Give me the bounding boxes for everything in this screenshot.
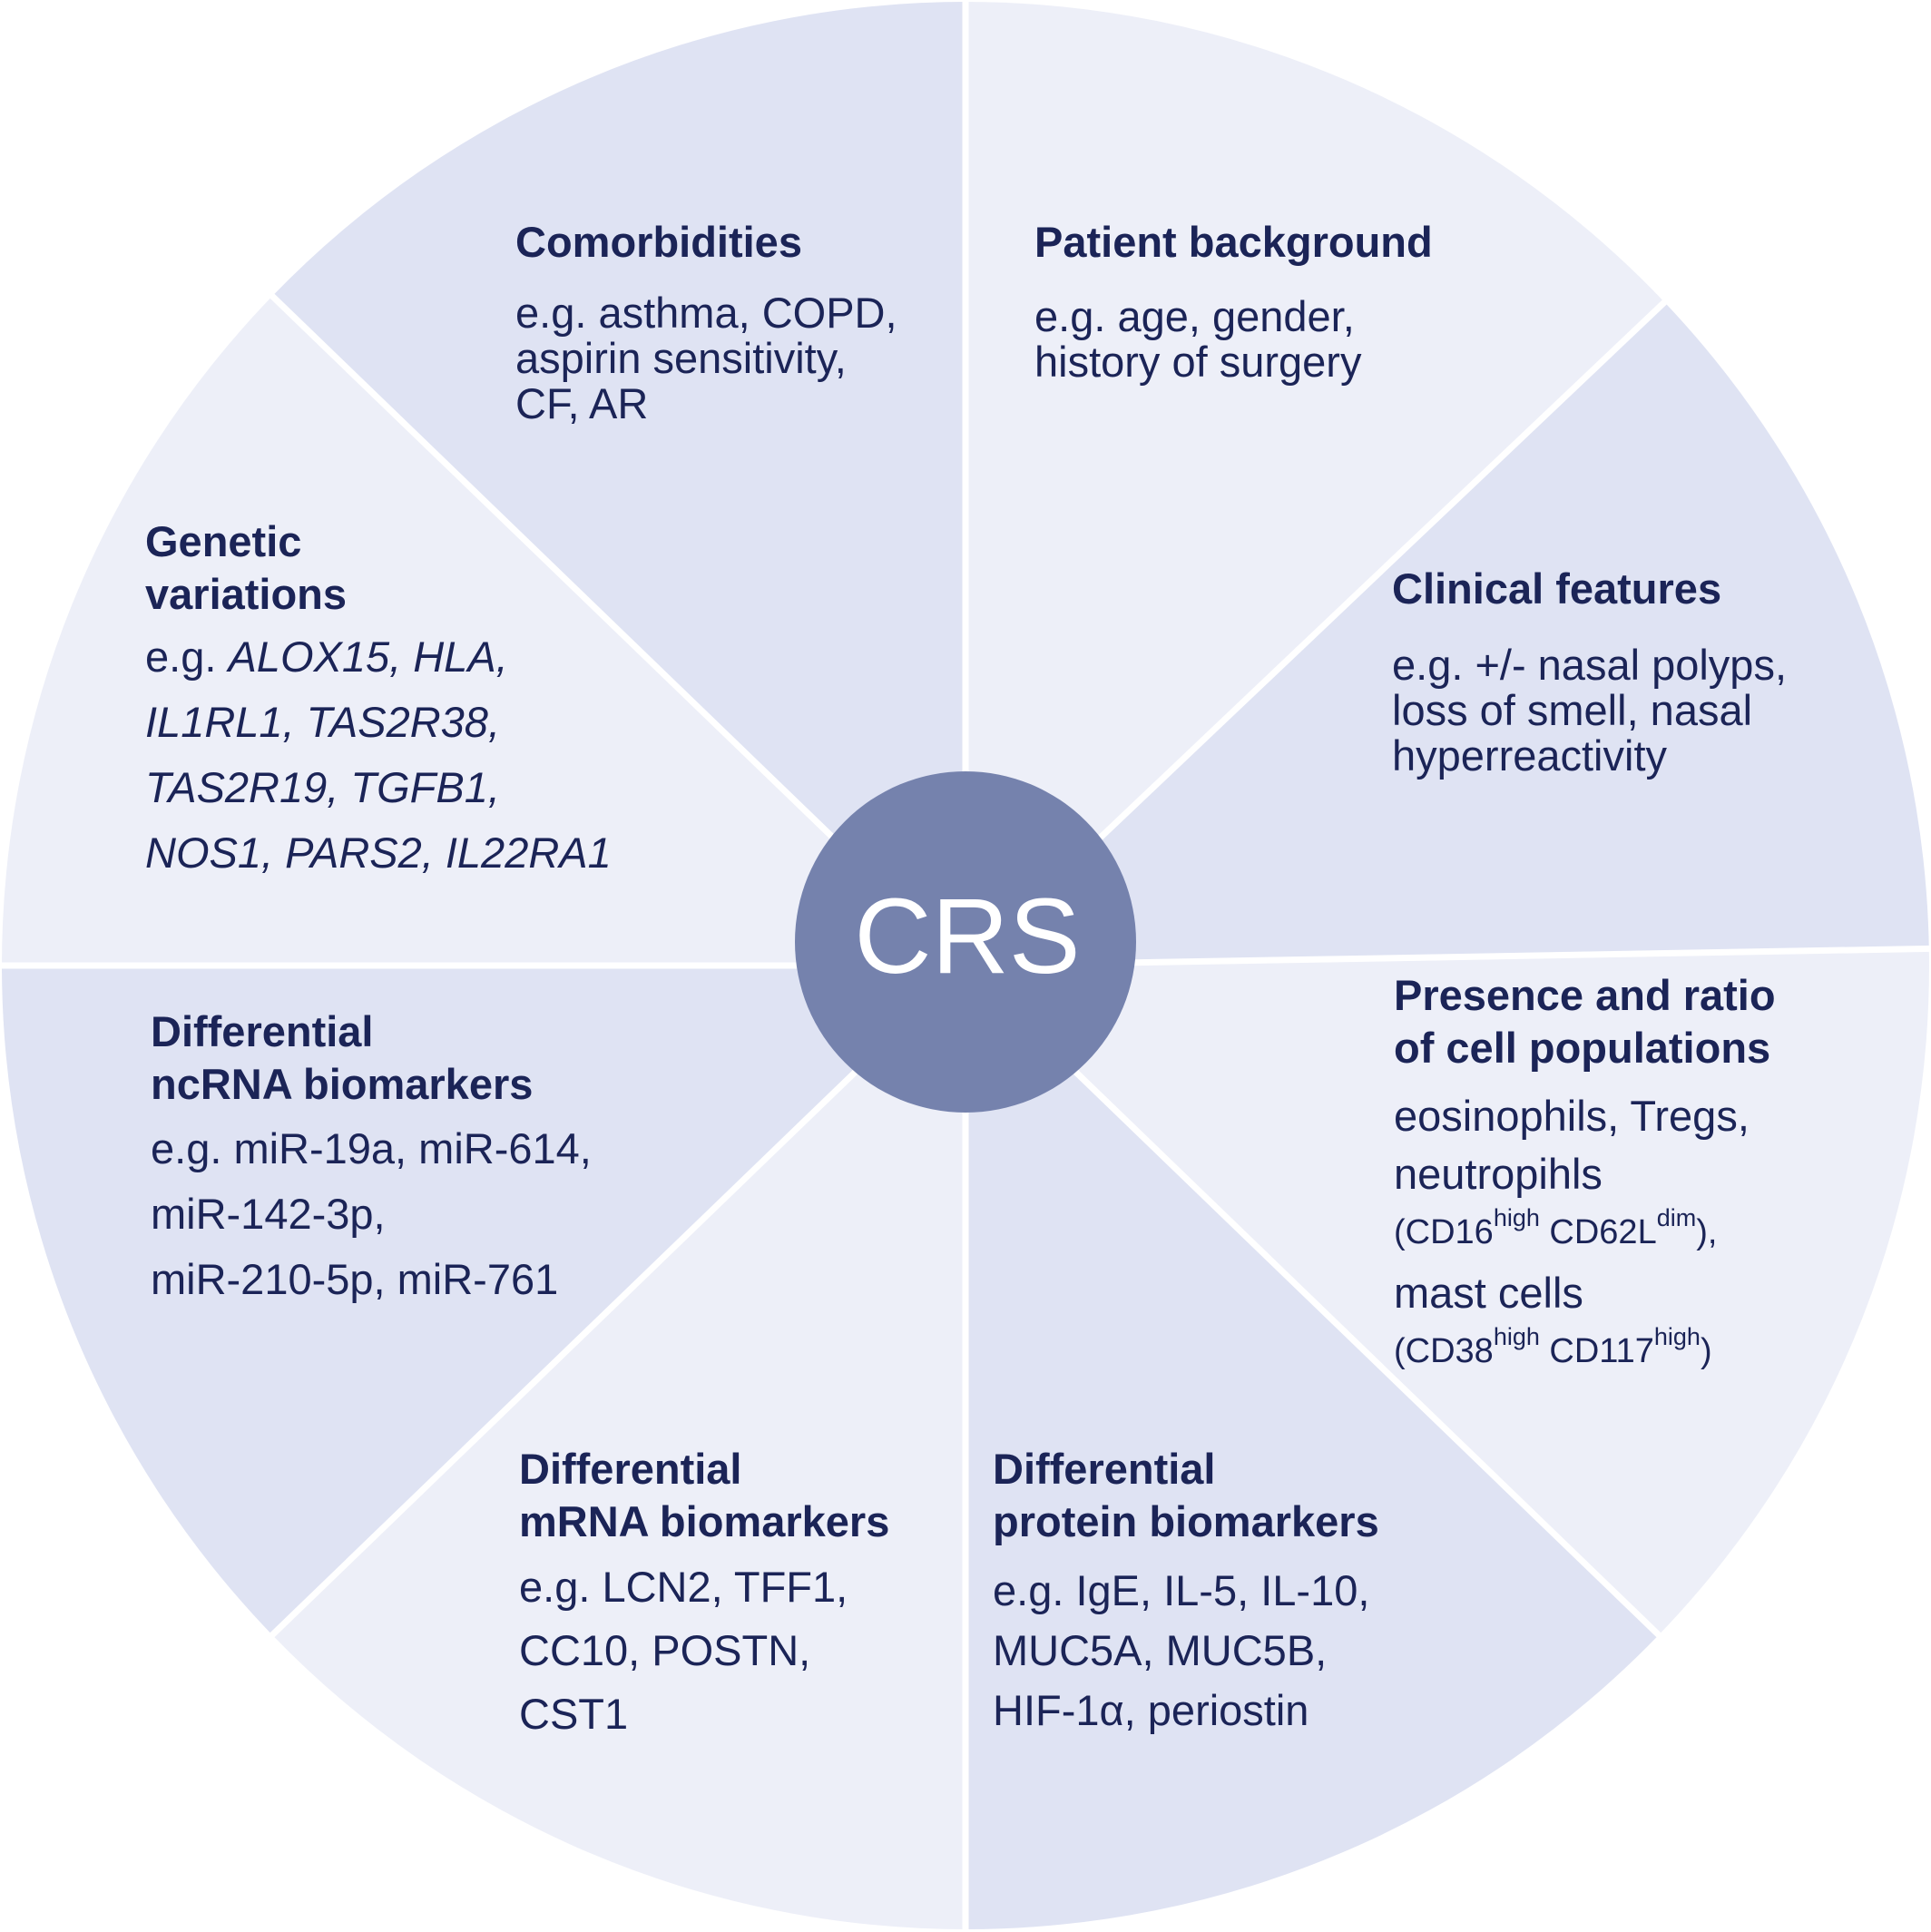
segment-protein-biomarkers: Differential protein biomarkers e.g. IgE…	[993, 1443, 1379, 1741]
comorbidities-line: e.g. asthma, COPD,	[515, 289, 897, 337]
cell-populations-title: Presence and ratio of cell populations	[1394, 969, 1776, 1074]
ncrna-biomarkers-line: e.g. miR-19a, miR-614,	[151, 1124, 592, 1172]
ncrna-biomarkers-line: miR-210-5p, miR-761	[151, 1255, 559, 1303]
cell-populations-line: eosinophils, Tregs,	[1394, 1092, 1750, 1140]
segment-divider-line	[963, 963, 1662, 1639]
segment-patient-background-wedge	[966, 2, 1665, 966]
marker-superscript: dim	[1656, 1204, 1697, 1231]
center-circle	[795, 771, 1136, 1113]
ncrna-biomarkers-line: miR-142-3p,	[151, 1190, 386, 1238]
mrna-biomarkers-line: CC10, POSTN,	[519, 1626, 811, 1674]
clinical-features-line: e.g. +/- nasal polyps,	[1392, 641, 1788, 689]
cell-populations-examples: eosinophils, Tregs, neutropihls (CD16hig…	[1394, 1087, 1776, 1383]
cell-populations-line: mast cells	[1394, 1269, 1583, 1317]
mast-cell-markers: (CD38high CD117high)	[1394, 1322, 1776, 1383]
marker-superscript: high	[1493, 1204, 1540, 1231]
genetic-variations-line: NOS1, PARS2, IL22RA1	[145, 829, 612, 877]
patient-background-line: e.g. age, gender,	[1034, 292, 1355, 340]
patient-background-title: Patient background	[1034, 218, 1433, 266]
genetic-variations-title-line: Genetic	[145, 517, 302, 565]
segment-comorbidities-wedge	[272, 2, 966, 966]
protein-biomarkers-title-line: Differential	[993, 1445, 1216, 1493]
segment-ncrna-biomarkers: Differential ncRNA biomarkers e.g. miR-1…	[151, 1005, 592, 1312]
segment-ncrna-biomarkers-wedge	[2, 966, 966, 1635]
segment-cell-populations-wedge	[966, 948, 1929, 1635]
segment-genetic-variations: Genetic variations e.g. ALOX15, HLA, IL1…	[145, 515, 612, 886]
marker-text: CD117	[1539, 1332, 1654, 1370]
segment-divider-line	[269, 963, 968, 1639]
mrna-biomarkers-title-line: mRNA biomarkers	[519, 1497, 890, 1545]
segment-cell-populations: Presence and ratio of cell populations e…	[1394, 969, 1776, 1383]
neutrophil-markers: (CD16high CD62Ldim),	[1394, 1203, 1776, 1264]
comorbidities-examples: e.g. asthma, COPD, aspirin sensitivity, …	[515, 290, 897, 427]
clinical-features-title: Clinical features	[1392, 564, 1722, 613]
marker-text: CD62L	[1539, 1213, 1657, 1251]
marker-superscript: high	[1493, 1323, 1540, 1350]
protein-biomarkers-line: e.g. IgE, IL-5, IL-10,	[993, 1566, 1370, 1614]
segment-genetic-variations-wedge	[2, 296, 966, 966]
mrna-biomarkers-title: Differential mRNA biomarkers	[519, 1443, 889, 1548]
genetic-variations-line: e.g. ALOX15, HLA,	[145, 624, 612, 690]
mrna-biomarkers-title-line: Differential	[519, 1445, 742, 1493]
mrna-biomarkers-line: e.g. LCN2, TFF1,	[519, 1563, 848, 1611]
segment-clinical-features: Clinical features e.g. +/- nasal polyps,…	[1392, 563, 1787, 779]
comorbidities-title: Comorbidities	[515, 218, 802, 266]
cell-populations-line: neutropihls	[1394, 1150, 1603, 1198]
center-label: CRS	[854, 877, 1081, 996]
marker-text: )	[1700, 1332, 1712, 1370]
segment-clinical-features-wedge	[966, 302, 1929, 966]
clinical-features-line: loss of smell, nasal	[1392, 686, 1753, 734]
segment-patient-background: Patient background e.g. age, gender, his…	[1034, 216, 1433, 385]
eg-prefix: e.g.	[145, 633, 229, 681]
patient-background-line: history of surgery	[1034, 338, 1362, 386]
protein-biomarkers-line: HIF-1α, periostin	[993, 1686, 1309, 1734]
genetic-variations-title: Genetic variations	[145, 515, 612, 621]
protein-biomarkers-title: Differential protein biomarkers	[993, 1443, 1379, 1548]
ncrna-biomarkers-examples: e.g. miR-19a, miR-614, miR-142-3p, miR-2…	[151, 1116, 592, 1312]
clinical-features-examples: e.g. +/- nasal polyps, loss of smell, na…	[1392, 642, 1787, 779]
protein-biomarkers-examples: e.g. IgE, IL-5, IL-10, MUC5A, MUC5B, HIF…	[993, 1561, 1379, 1741]
segment-mrna-biomarkers-wedge	[272, 966, 966, 1929]
segment-mrna-biomarkers: Differential mRNA biomarkers e.g. LCN2, …	[519, 1443, 889, 1746]
genetic-variations-examples: e.g. ALOX15, HLA, IL1RL1, TAS2R38, TAS2R…	[145, 624, 612, 886]
comorbidities-line: CF, AR	[515, 379, 649, 427]
cell-populations-title-line: Presence and ratio	[1394, 971, 1776, 1019]
genetic-variations-line: TAS2R19, TGFB1,	[145, 763, 500, 811]
genetic-variations-title-line: variations	[145, 570, 348, 618]
ncrna-biomarkers-title-line: Differential	[151, 1007, 374, 1055]
genetic-variations-line: IL1RL1, TAS2R38,	[145, 698, 501, 746]
ncrna-biomarkers-title-line: ncRNA biomarkers	[151, 1060, 534, 1108]
protein-biomarkers-line: MUC5A, MUC5B,	[993, 1626, 1328, 1674]
clinical-features-line: hyperreactivity	[1392, 731, 1667, 780]
patient-background-examples: e.g. age, gender, history of surgery	[1034, 294, 1433, 385]
protein-biomarkers-title-line: protein biomarkers	[993, 1497, 1379, 1545]
cell-populations-title-line: of cell populations	[1394, 1024, 1771, 1072]
marker-text: (CD16	[1394, 1213, 1494, 1251]
marker-superscript: high	[1653, 1323, 1701, 1350]
ncrna-biomarkers-title: Differential ncRNA biomarkers	[151, 1005, 592, 1111]
comorbidities-line: aspirin sensitivity,	[515, 334, 847, 382]
gene-list: ALOX15, HLA,	[228, 633, 508, 681]
mrna-biomarkers-line: CST1	[519, 1690, 629, 1738]
segment-comorbidities: Comorbidities e.g. asthma, COPD, aspirin…	[515, 216, 897, 427]
mrna-biomarkers-examples: e.g. LCN2, TFF1, CC10, POSTN, CST1	[519, 1555, 889, 1746]
marker-text: ),	[1696, 1213, 1718, 1251]
marker-text: (CD38	[1394, 1332, 1494, 1370]
segment-protein-biomarkers-wedge	[966, 966, 1659, 1929]
